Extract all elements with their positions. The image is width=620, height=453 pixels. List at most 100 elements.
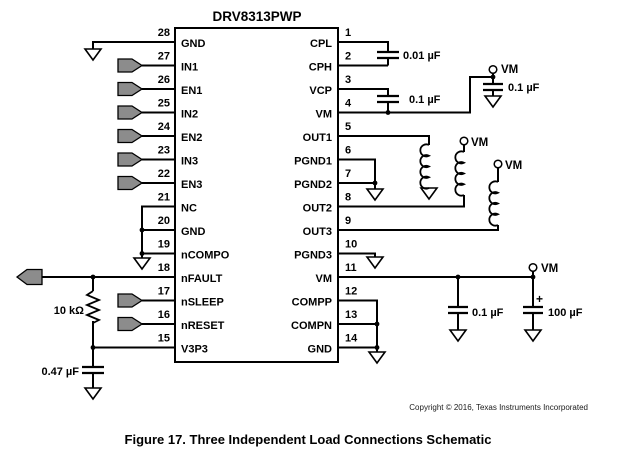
pin-number: 22 [158, 168, 170, 180]
pin-label: NC [181, 203, 197, 215]
ground-symbol [484, 95, 502, 108]
vm-terminal-load3 [493, 159, 503, 169]
inductor-load3 [488, 180, 499, 227]
input-tag-en1 [117, 81, 143, 97]
bulk-cap-polarity: + [536, 292, 543, 306]
pin-label: COMPN [291, 320, 332, 332]
ic-title: DRV8313PWP [212, 9, 301, 24]
input-tag-in3 [117, 152, 143, 167]
pin-label: OUT1 [303, 132, 332, 144]
pin-number: 8 [345, 192, 351, 204]
copyright-notice: Copyright © 2016, Texas Instruments Inco… [409, 403, 588, 412]
pin-label: EN2 [181, 132, 202, 144]
pin-number: 23 [158, 145, 170, 157]
cap-vcp-plates [377, 94, 399, 104]
pin-number: 24 [158, 121, 171, 133]
output-tag-nfault [16, 268, 43, 286]
pin-label: IN3 [181, 156, 198, 168]
cap-vm-bypass-plates [483, 82, 503, 92]
pin-label: GND [308, 344, 333, 356]
pin-label: EN3 [181, 179, 202, 191]
ground-symbol [366, 188, 384, 201]
pin-number: 13 [345, 309, 357, 321]
pin-number: 2 [345, 51, 351, 63]
pin-number: 27 [158, 51, 170, 63]
inductor-load2 [454, 150, 465, 197]
vm-terminal-rail [528, 262, 538, 273]
pin-number: 6 [345, 145, 351, 157]
input-tag-en3 [117, 175, 143, 191]
inductor-load1 [419, 143, 430, 190]
pin-label: VM [316, 109, 333, 121]
ground-symbol [449, 329, 467, 342]
pin-number: 11 [345, 262, 357, 274]
resistor-symbol [84, 290, 102, 324]
pin-number: 15 [158, 333, 170, 345]
pin-label: IN2 [181, 109, 198, 121]
cap-vm-rail-bulk-value: 100 µF [548, 307, 583, 319]
pin-label: V3P3 [181, 344, 208, 356]
pin-label: PGND3 [294, 250, 332, 262]
pin-number: 9 [345, 215, 351, 227]
ground-symbol [84, 48, 102, 61]
net-pgnd3 [338, 252, 376, 257]
pin-label: PGND2 [294, 179, 332, 191]
ground-symbol [84, 387, 102, 400]
vm-label: VM [541, 263, 558, 275]
pin-number: 4 [345, 98, 352, 110]
pin-number: 17 [158, 286, 170, 298]
pin-number: 21 [158, 192, 170, 204]
pin-number: 1 [345, 27, 351, 39]
net-out3 [338, 168, 499, 231]
net-pgnd12 [338, 158, 376, 189]
pin-number: 18 [158, 262, 170, 274]
pin-number: 16 [158, 309, 170, 321]
pin-number: 20 [158, 215, 170, 227]
pin-label: VM [316, 273, 333, 285]
pin-number: 25 [158, 98, 170, 110]
resistor-value: 10 kΩ [54, 305, 84, 317]
pin-label: COMPP [292, 297, 332, 309]
vm-terminal-top [488, 64, 498, 75]
pin-number: 5 [345, 121, 351, 133]
pin-label: nSLEEP [181, 297, 224, 309]
ground-symbol [524, 329, 542, 342]
input-tag-in2 [117, 105, 143, 120]
pin-number: 19 [158, 239, 170, 251]
pin-number: 7 [345, 168, 351, 180]
vm-label: VM [505, 160, 522, 172]
net-out1 [338, 135, 430, 145]
input-tag-nreset [117, 316, 143, 332]
input-tag-en2 [117, 128, 143, 144]
vm-terminals [459, 64, 538, 273]
pin-label: CPH [309, 62, 332, 74]
pin-label: OUT2 [303, 203, 332, 215]
net-cpl-cph [338, 41, 389, 67]
right-pins: 1 CPL 2 CPH 3 VCP 4 VM 5 OUT1 6 PGND1 7 … [291, 27, 358, 356]
pin-label: EN1 [181, 85, 202, 97]
pin-number: 28 [158, 27, 170, 39]
pin-label: GND [181, 38, 206, 50]
cap-cp-value: 0.01 µF [403, 50, 441, 62]
pin-label: PGND1 [294, 156, 332, 168]
pin-number: 26 [158, 74, 170, 86]
cap-vm-rail-small-plates [448, 305, 468, 315]
cap-cp-plates [377, 50, 399, 60]
cap-vcp-value: 0.1 µF [409, 94, 441, 106]
pin-number: 12 [345, 286, 357, 298]
pin-number: 14 [345, 333, 358, 345]
net-gnd-pin28 [92, 41, 175, 49]
cap-v3p3-plates [82, 365, 104, 375]
net-vm-rail [338, 271, 534, 330]
pin-label: nRESET [181, 320, 225, 332]
ground-symbol [366, 256, 384, 269]
pin-label: IN1 [181, 62, 198, 74]
pin-number: 3 [345, 74, 351, 86]
cap-vm-rail-bulk-plates [523, 305, 543, 315]
pin-number: 10 [345, 239, 357, 251]
ic-body [174, 27, 339, 363]
pin-label: nCOMPO [181, 250, 230, 262]
ground-symbol [420, 187, 438, 200]
